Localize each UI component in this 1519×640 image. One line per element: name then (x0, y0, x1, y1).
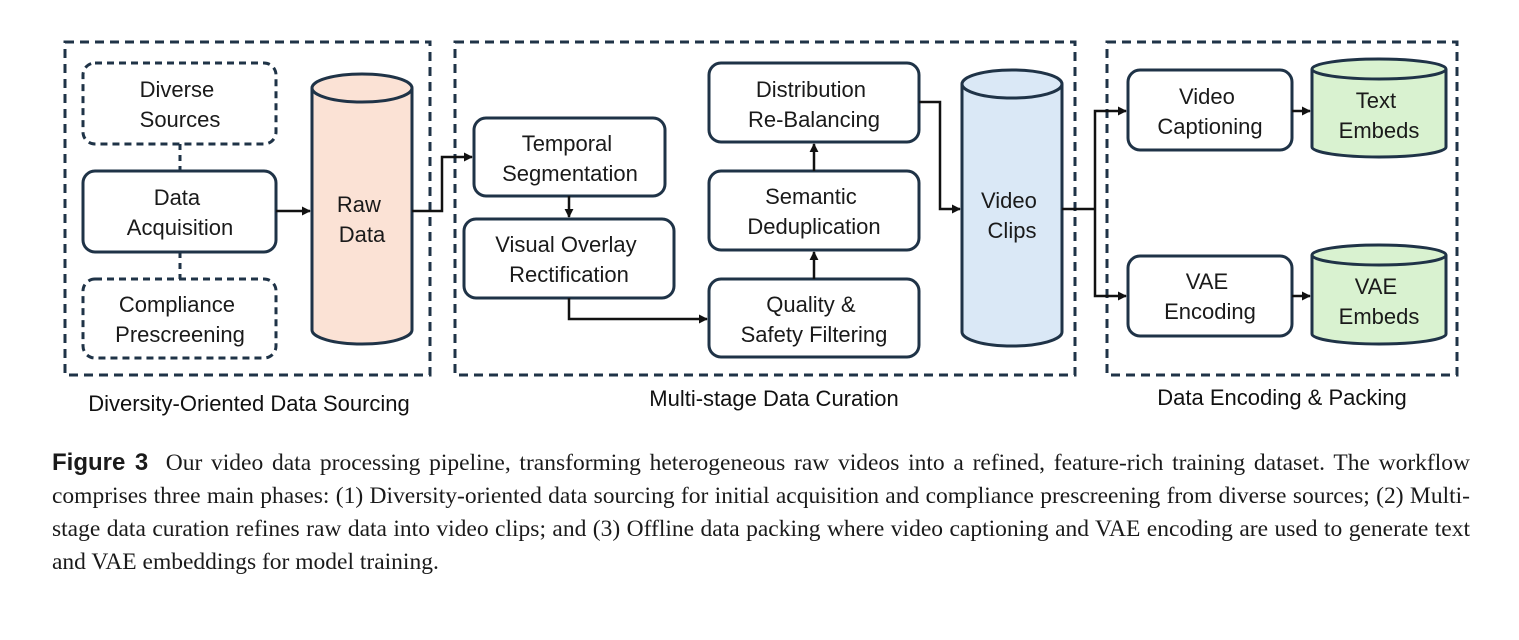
encoding-group-label: Data Encoding & Packing (1157, 385, 1407, 410)
compliance-prescreening-label: Compliance Prescreening (115, 292, 245, 347)
vae-embeds-cylinder (1310, 243, 1448, 346)
data-acquisition-label: Data Acquisition (127, 185, 233, 240)
caption-text: Our video data processing pipeline, tran… (52, 450, 1471, 575)
sourcing-group-label: Diversity-Oriented Data Sourcing (88, 391, 410, 416)
vae-encoding-box (1126, 254, 1294, 338)
pipeline-diagram: Diversity-Oriented Data Sourcing Multi-s… (63, 40, 1459, 416)
video-clips-label: Video Clips (981, 188, 1043, 243)
raw-data-label: Raw Data (337, 192, 387, 247)
quality-safety-label: Quality & Safety Filtering (741, 292, 888, 347)
video-captioning-label: Video Captioning (1157, 84, 1262, 139)
visual-overlay-label: Visual Overlay Rectification (495, 232, 643, 287)
diverse-sources-label: Diverse Sources (140, 77, 221, 132)
diverse-sources-box (81, 61, 278, 146)
distribution-rebalancing-label: Distribution Re-Balancing (748, 77, 880, 132)
branch-to-vae-arrow (1093, 209, 1127, 301)
sourcing-group-frame (63, 40, 432, 377)
encoding-group-frame (1105, 40, 1459, 377)
figure-caption: Figure 3 Our video data processing pipel… (52, 446, 1470, 579)
raw-data-cylinder (310, 72, 414, 346)
raw-to-temporal-arrow (412, 152, 473, 213)
vae-encoding-label: VAE Encoding (1164, 269, 1256, 324)
text-embeds-cylinder (1310, 57, 1448, 159)
branch-to-captioning-arrow (1093, 106, 1127, 209)
video-clips-cylinder (960, 68, 1064, 348)
overlay-to-quality-arrow (567, 298, 708, 324)
temporal-segmentation-label: Temporal Segmentation (502, 131, 638, 186)
vae-embeds-label: VAE Embeds (1339, 274, 1420, 329)
figure-label: Figure 3 (52, 449, 149, 476)
distribution-to-clips-arrow (919, 100, 961, 214)
curation-group-label: Multi-stage Data Curation (649, 386, 898, 411)
semantic-deduplication-label: Semantic Deduplication (747, 184, 880, 239)
text-embeds-label: Text Embeds (1339, 88, 1420, 143)
